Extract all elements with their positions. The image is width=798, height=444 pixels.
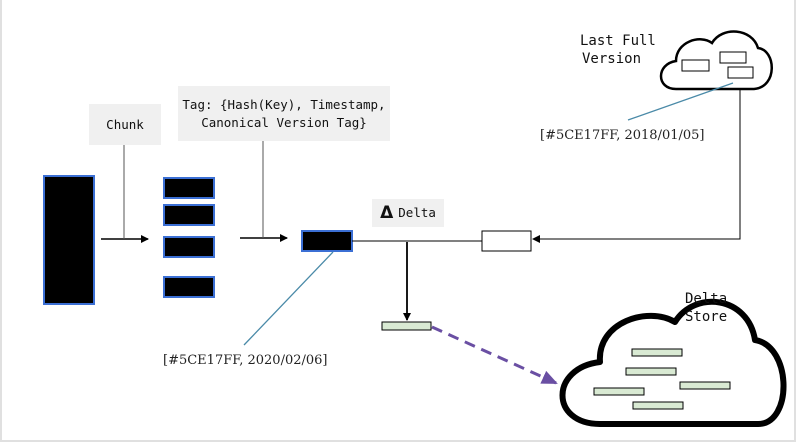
old-version-tag: [#5CE17FF, 2018/01/05] [540,128,705,143]
tag-label-line2: Canonical Version Tag} [201,114,367,130]
tagged-chunk-block [301,230,353,252]
chunk-block [163,236,215,258]
delta-store-cloud [559,298,787,427]
last-full-version-line1: Last Full [580,33,656,49]
delta-store-line1: Delta [685,291,728,307]
new-tag-leader [243,251,334,346]
new-version-tag: [#5CE17FF, 2020/02/06] [163,353,328,368]
chunk-block [163,204,215,226]
delta-store-title: Delta Store [685,290,745,326]
chunk-block [163,276,215,298]
source-data-block [43,175,95,305]
last-version-block [481,230,532,252]
tag-label-line1: Tag: {Hash(Key), Timestamp, [182,96,386,112]
delta-symbol: Δ [380,203,394,223]
old-tag-leader [627,82,734,121]
delta-store-line2: Store [685,309,728,325]
delta-label: Δ Delta [372,199,444,227]
chunk-block [163,177,215,199]
delta-label-text: Delta [398,205,436,220]
last-full-version-cloud [659,30,773,91]
arrow-from-last-full-version [532,87,741,243]
delta-block [381,321,432,331]
chunk-label-text: Chunk [106,116,144,132]
tag-label: Tag: {Hash(Key), Timestamp, Canonical Ve… [178,86,390,141]
last-full-version-title: Last Full Version [580,32,670,68]
last-full-version-line2: Version [582,51,642,67]
arrow-to-delta-store [431,325,558,385]
chunk-label: Chunk [89,104,161,145]
